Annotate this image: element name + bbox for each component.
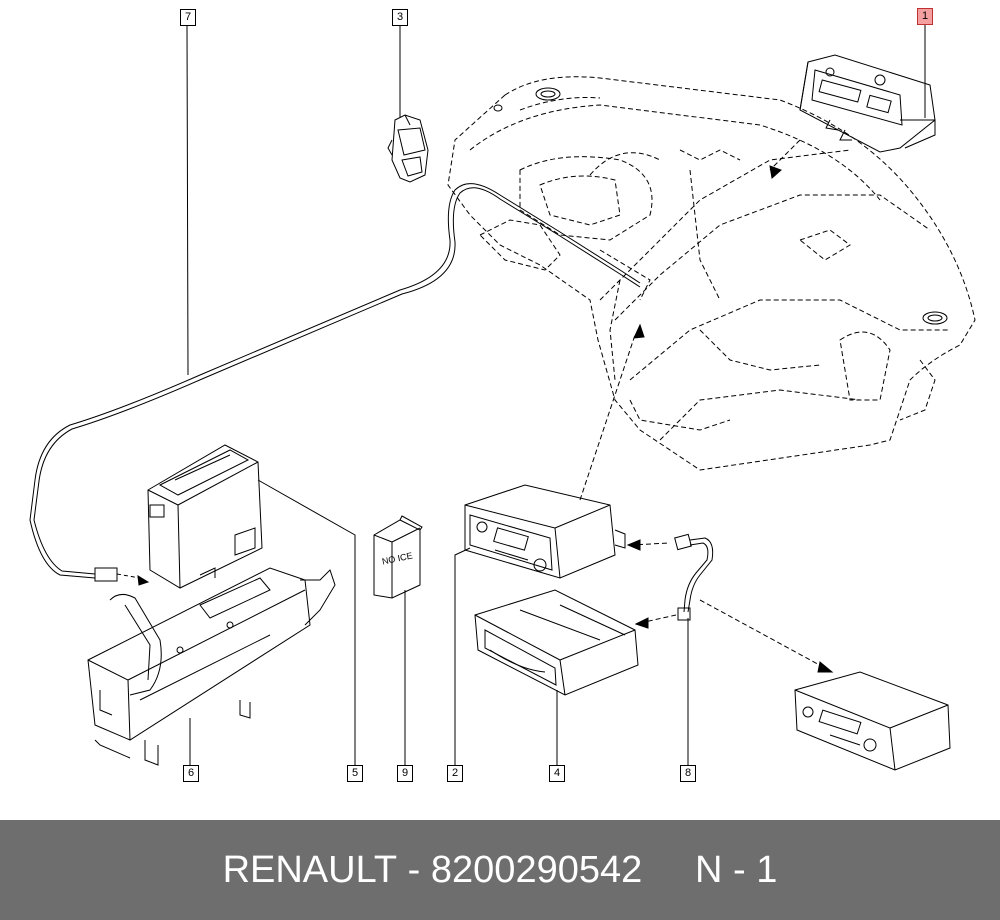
connection-arrows: [626, 539, 834, 673]
callout-6: 6: [183, 765, 199, 782]
position-code: N - 1: [695, 848, 778, 891]
callout-9: 9: [397, 765, 413, 782]
dashboard-outline: [447, 76, 976, 471]
callout-4: 4: [549, 765, 565, 782]
exploded-parts-diagram: NO ICE 7 3 1 6 5 9 2 4 8: [29, 8, 976, 782]
part-4-cd-unit: [474, 589, 639, 696]
arrow-2-line: [579, 334, 636, 501]
arrow-1-head: [769, 165, 782, 179]
part-3-connector: [387, 114, 429, 183]
brand-name: RENAULT: [222, 848, 398, 891]
navigation-unit-bottom-right: [794, 671, 951, 771]
part-2-radio-unit: [464, 484, 626, 579]
arrow-1-line: [769, 139, 801, 171]
callout-7: 7: [180, 9, 196, 26]
manual-cover-text: NO ICE: [381, 550, 413, 566]
callout-8: 8: [680, 765, 696, 782]
leader-lines: [186, 24, 926, 765]
part-1-control-panel: [799, 54, 936, 153]
callout-3: 3: [392, 9, 408, 26]
diagram-drawing: NO ICE: [29, 24, 976, 771]
part-info-footer: RENAULT - 8200290542 N - 1: [0, 820, 1000, 920]
antenna-cable: [29, 183, 641, 586]
dashboard-vents: [493, 87, 948, 325]
footer-separator: -: [397, 848, 431, 891]
callout-2: 2: [447, 765, 463, 782]
part-number: 8200290542: [430, 848, 643, 891]
callout-5: 5: [347, 765, 363, 782]
footer-gap: [642, 849, 695, 892]
part-8-cable: [674, 533, 714, 621]
callout-1: 1: [917, 8, 933, 25]
part-5-nav-box: [147, 444, 263, 589]
arrow-2-head: [633, 323, 645, 339]
part-9-manual: [373, 515, 423, 599]
part-6-bracket: [87, 567, 336, 766]
